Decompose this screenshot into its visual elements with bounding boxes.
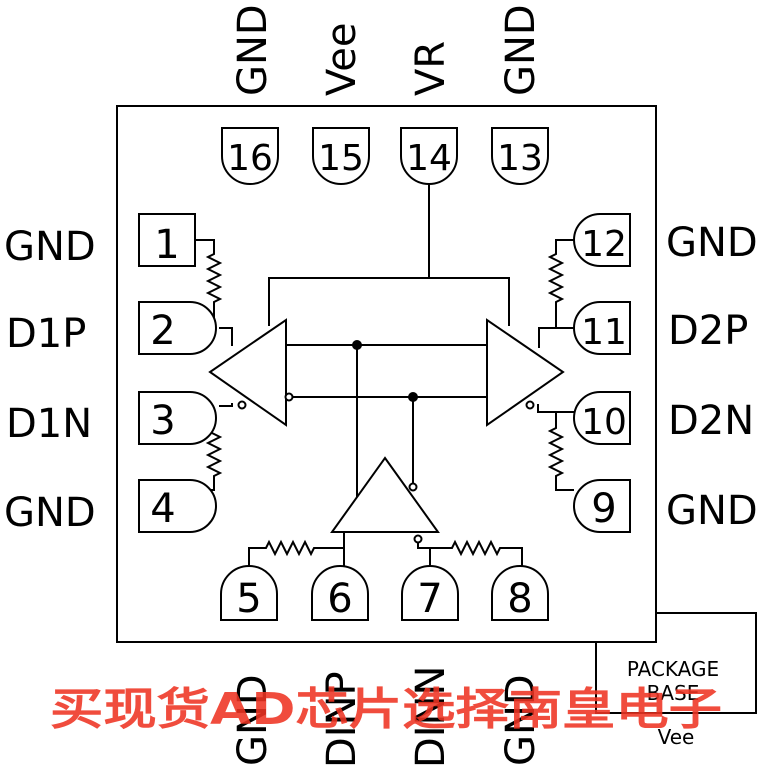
- pin-2-label: D1P: [6, 311, 86, 357]
- pin-3-label: D1N: [6, 401, 92, 447]
- pin-7-number: 7: [417, 576, 442, 622]
- watermark-text: 买现货AD芯片选择南皇电子: [50, 684, 722, 735]
- pin-3-number: 3: [150, 398, 175, 444]
- pin-8-pad: 8: [491, 565, 549, 622]
- pin-14-number: 14: [406, 138, 452, 179]
- pin-16-label: GND: [230, 4, 276, 96]
- pin-1-label: GND: [4, 224, 96, 270]
- pin-2-number: 2: [150, 308, 175, 354]
- pin-12-label: GND: [666, 220, 758, 266]
- pin-11-number: 11: [581, 312, 627, 353]
- pin-13-pad: 13: [491, 127, 549, 185]
- resistor-r8: [430, 539, 523, 566]
- pin-4-number: 4: [150, 486, 175, 532]
- pin-15-pad: 15: [312, 127, 370, 185]
- pin-10-number: 10: [581, 402, 627, 443]
- pin-12-pad: 12: [573, 213, 631, 267]
- pin-8-number: 8: [507, 576, 532, 622]
- pin-1-pad: 1: [138, 213, 196, 268]
- pin-5-pad: 5: [220, 565, 278, 622]
- pin-3-pad: 3: [138, 391, 217, 445]
- pin-4-pad: 4: [138, 479, 217, 533]
- pin-14-pad: 14: [400, 127, 458, 185]
- resistor-r12: [547, 239, 574, 328]
- junction-dot: [408, 392, 418, 402]
- pin-11-label: D2P: [668, 308, 748, 354]
- pin-15-number: 15: [318, 138, 364, 179]
- pin-6-pad: 6: [311, 565, 369, 622]
- pin-12-number: 12: [581, 224, 627, 265]
- pin-6-number: 6: [327, 576, 352, 622]
- pin-4-label: GND: [4, 490, 96, 536]
- pin-2-pad: 2: [138, 301, 217, 355]
- pin-7-label: DINN: [408, 666, 454, 768]
- package-base-line3: Vee: [658, 725, 695, 749]
- pin-7-pad: 7: [401, 565, 459, 622]
- internal-wiring: [219, 180, 574, 566]
- chip-body: [116, 105, 657, 643]
- pin-11-pad: 11: [573, 301, 631, 355]
- input-buffer: [330, 456, 440, 544]
- package-base-box: [595, 612, 757, 714]
- junction-dot: [352, 340, 362, 350]
- pin-15-label: Vee: [319, 23, 365, 96]
- pin-8-label: GND: [498, 674, 544, 766]
- pin-9-pad: 9: [573, 479, 631, 533]
- pin-5-number: 5: [236, 576, 261, 622]
- pin-16-number: 16: [227, 138, 273, 179]
- package-base-line1: PACKAGE: [627, 657, 719, 681]
- pin-10-pad: 10: [573, 391, 631, 445]
- pin-16-pad: 16: [221, 127, 279, 185]
- resistor-r5: [248, 539, 344, 566]
- right-buffer: [486, 318, 565, 427]
- pin-10-label: D2N: [668, 398, 754, 444]
- pin-5-label: GND: [230, 674, 276, 766]
- resistors: [195, 239, 574, 566]
- pin-1-number: 1: [154, 222, 179, 268]
- resistor-r1: [195, 239, 223, 328]
- pin-6-label: DINP: [319, 671, 365, 768]
- pin-9-label: GND: [666, 488, 758, 534]
- pin-14-label: VR: [408, 41, 454, 96]
- pin-13-label: GND: [498, 4, 544, 96]
- pin-13-number: 13: [497, 138, 543, 179]
- left-buffer: [208, 318, 294, 427]
- resistor-r9: [547, 412, 574, 491]
- package-base-line2: BASE: [647, 681, 700, 705]
- pin-9-number: 9: [591, 486, 616, 532]
